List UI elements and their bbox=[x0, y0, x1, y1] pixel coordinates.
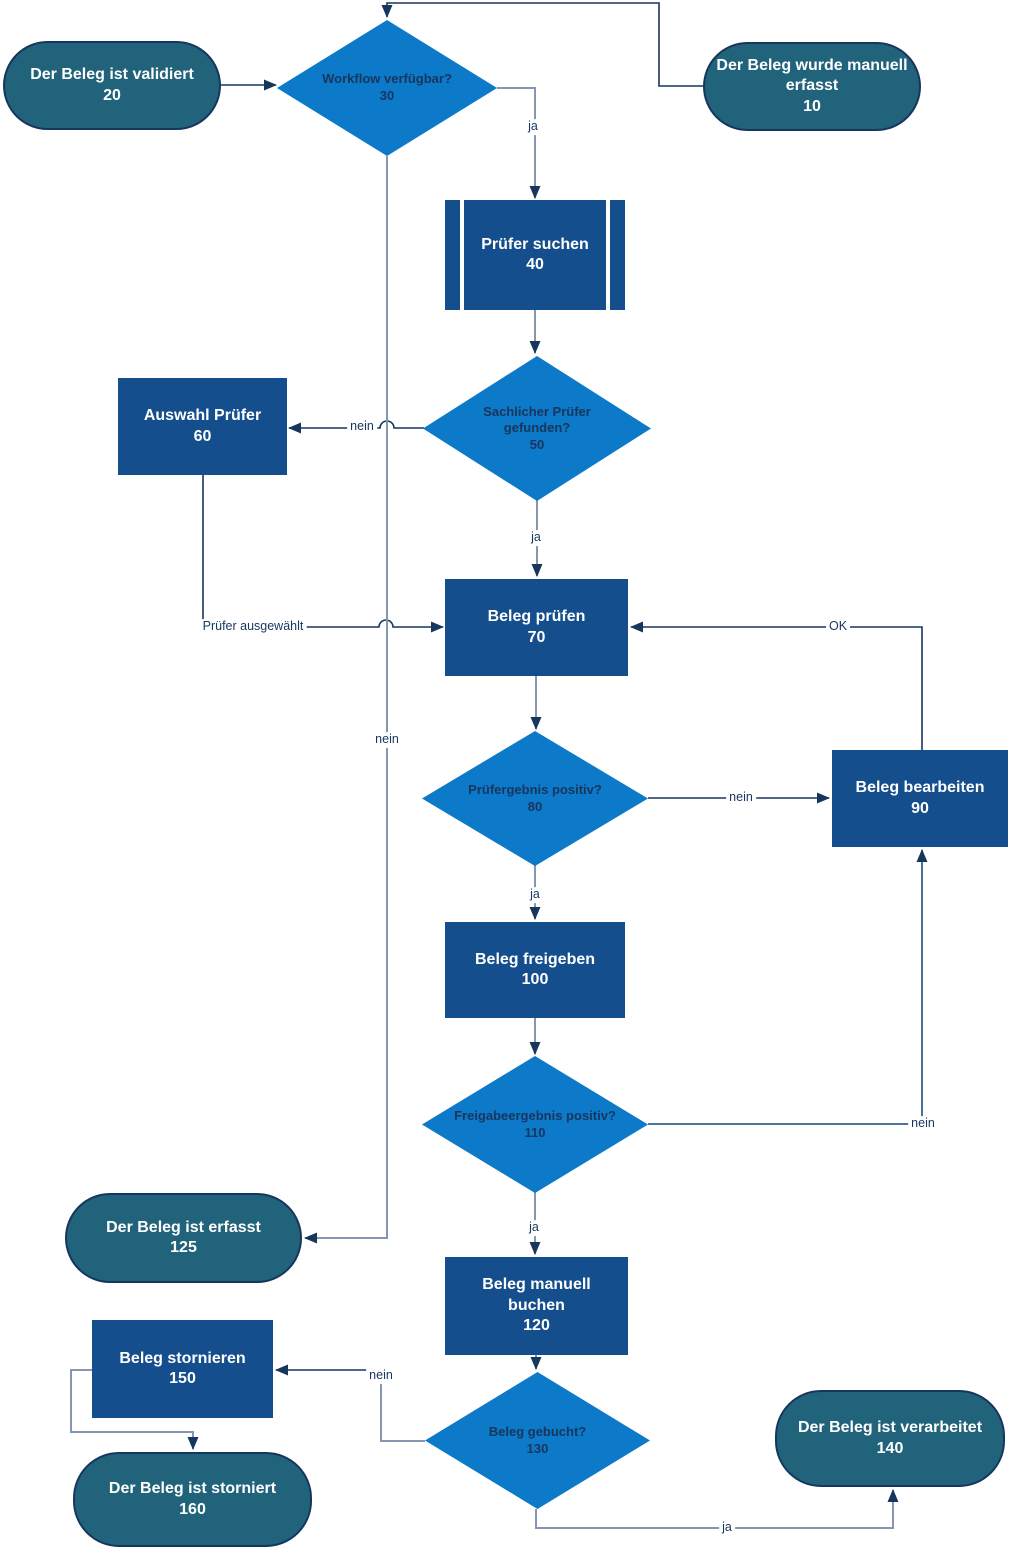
node-label: Beleg freigeben bbox=[474, 950, 596, 968]
node-id: 30 bbox=[379, 88, 395, 103]
node-label: Beleg stornieren bbox=[119, 1349, 246, 1367]
node-id: 120 bbox=[523, 1317, 550, 1335]
node-label: Workflow verfügbar? bbox=[322, 71, 452, 87]
node-process-60[interactable]: Auswahl Prüfer 60 bbox=[118, 378, 287, 475]
node-label: Prüfergebnis positiv? bbox=[468, 781, 602, 797]
edge-label-ok-90-70: OK bbox=[825, 619, 851, 635]
node-id: 125 bbox=[170, 1239, 197, 1256]
node-label: Prüfer suchen bbox=[481, 235, 589, 253]
edge-label-nein-80-90: nein bbox=[726, 790, 756, 806]
node-label: Der Beleg wurde manuell erfasst bbox=[716, 56, 908, 95]
node-label: Beleg manuell buchen bbox=[482, 1276, 591, 1314]
node-event-20[interactable]: Der Beleg ist validiert 20 bbox=[3, 41, 221, 130]
node-label: Beleg gebucht? bbox=[488, 1423, 587, 1439]
node-id: 140 bbox=[876, 1439, 904, 1457]
node-id: 40 bbox=[526, 256, 544, 273]
edge-label-pruefer-ausgewaehlt: Prüfer ausgewählt bbox=[199, 619, 307, 635]
node-process-150[interactable]: Beleg stornieren 150 bbox=[92, 1320, 273, 1418]
node-event-160[interactable]: Der Beleg ist storniert 160 bbox=[73, 1452, 312, 1547]
node-process-70[interactable]: Beleg prüfen 70 bbox=[445, 579, 628, 676]
edge-label-nein-110-90: nein bbox=[908, 1116, 938, 1132]
subprocess-bar-left bbox=[460, 200, 464, 310]
edge-label-ja-50-70: ja bbox=[528, 530, 544, 546]
edge-label-ja-110-120: ja bbox=[526, 1220, 542, 1236]
node-label: Der Beleg ist erfasst bbox=[106, 1218, 261, 1236]
edge-label-nein-130-150: nein bbox=[366, 1368, 396, 1384]
node-label: Freigabeergebnis positiv? bbox=[454, 1107, 616, 1123]
node-event-125[interactable]: Der Beleg ist erfasst 125 bbox=[65, 1193, 302, 1283]
node-id: 90 bbox=[911, 799, 929, 817]
node-id: 50 bbox=[529, 436, 545, 452]
node-label: Der Beleg ist validiert bbox=[30, 66, 194, 84]
node-id: 70 bbox=[527, 628, 546, 646]
node-id: 80 bbox=[527, 798, 543, 814]
edge-label-nein-50-60: nein bbox=[347, 419, 377, 435]
node-process-40[interactable]: Prüfer suchen 40 bbox=[445, 200, 625, 310]
node-label: Der Beleg ist verarbeitet bbox=[797, 1419, 983, 1437]
edge-label-nein-30-125: nein bbox=[372, 732, 402, 748]
node-label: Der Beleg ist storniert bbox=[108, 1480, 277, 1498]
node-id: 110 bbox=[524, 1124, 546, 1140]
node-id: 10 bbox=[803, 97, 821, 115]
edge-label-ja-30-40: ja bbox=[525, 119, 541, 135]
node-label: Beleg prüfen bbox=[487, 608, 586, 626]
node-event-10[interactable]: Der Beleg wurde manuell erfasst 10 bbox=[703, 42, 921, 131]
node-process-120[interactable]: Beleg manuell buchen 120 bbox=[445, 1257, 628, 1355]
node-event-140[interactable]: Der Beleg ist verarbeitet 140 bbox=[775, 1390, 1005, 1487]
node-label: Beleg bearbeiten bbox=[855, 779, 985, 797]
node-process-100[interactable]: Beleg freigeben 100 bbox=[445, 922, 625, 1018]
node-id: 130 bbox=[526, 1440, 549, 1456]
edge-label-ja-80-100: ja bbox=[527, 887, 543, 903]
node-id: 160 bbox=[179, 1500, 206, 1518]
node-label: Auswahl Prüfer bbox=[143, 407, 262, 425]
node-id: 150 bbox=[169, 1370, 196, 1387]
node-label: Sachlicher Prüfer gefunden? bbox=[483, 403, 591, 436]
node-id: 60 bbox=[193, 427, 212, 445]
node-process-90[interactable]: Beleg bearbeiten 90 bbox=[832, 750, 1008, 847]
edge-label-ja-130-140: ja bbox=[719, 1520, 735, 1536]
subprocess-bar-right bbox=[606, 200, 610, 310]
node-id: 20 bbox=[103, 86, 121, 104]
node-id: 100 bbox=[521, 971, 549, 988]
